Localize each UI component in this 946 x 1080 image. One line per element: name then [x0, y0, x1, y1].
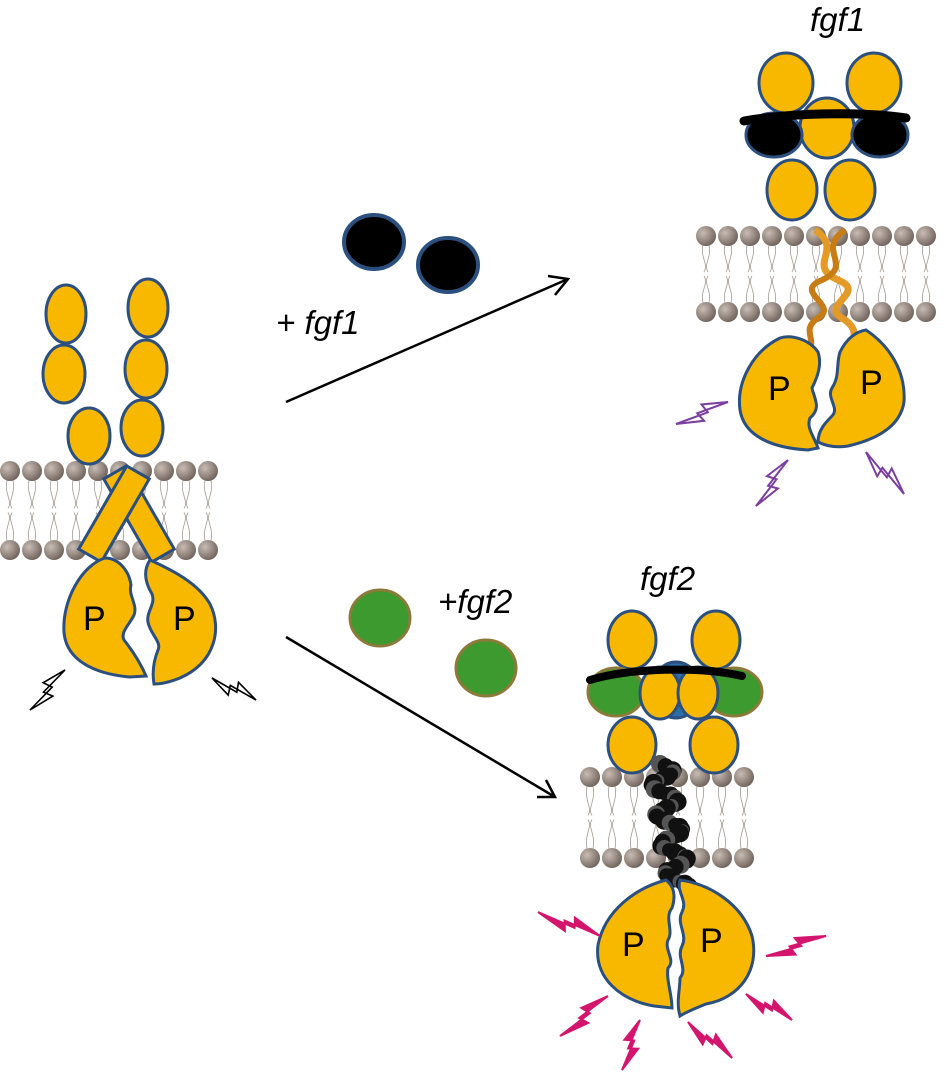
plus-fgf2-label: +fgf2	[438, 583, 512, 620]
fgf2-signal-bolt-3	[559, 995, 609, 1037]
membrane-fgf1	[696, 226, 936, 322]
phospho-label-fgf1-right: P	[860, 364, 883, 402]
fgf2-complex-title: fgf2	[640, 560, 695, 597]
free-fgf1-ligands	[342, 213, 480, 294]
fgf2-signal-bolt-4	[621, 1019, 641, 1071]
fgf2-signal-bolt-5	[687, 1021, 733, 1059]
fgf2-signal-bolt-6	[745, 993, 793, 1021]
weak-signal-bolt-left	[29, 669, 66, 711]
ig-domains-left-chain	[41, 283, 112, 466]
fgf1-signal-bolt-2	[755, 459, 789, 507]
phospho-label-left: P	[83, 600, 106, 638]
fgf2-signal-bolt-1	[537, 911, 601, 937]
kinase-domain-fgf2-left	[596, 878, 676, 1010]
plus-fgf1-label: + fgf1	[276, 304, 359, 341]
kinase-domain-fgf2-right	[676, 878, 756, 1019]
fgf1-signal-bolt-1	[675, 401, 729, 425]
unliganded-receptor-dimer: P P	[29, 277, 257, 711]
weak-signal-bolt-right	[211, 677, 257, 701]
ig-domains-right-chain	[119, 277, 170, 458]
phospho-label-fgf1-left: P	[768, 370, 791, 408]
fgf2-receptor-complex: P P	[537, 609, 827, 1071]
kinase-domain-right	[144, 558, 218, 686]
kinase-domain-left	[62, 556, 149, 679]
arrow-to-fgf2-complex	[285, 635, 558, 799]
kinase-domain-fgf1-left	[737, 335, 822, 452]
kinase-domain-fgf1-right	[816, 328, 906, 449]
heparin-bar-fgf1	[739, 109, 911, 126]
heparin-bar-fgf2	[586, 665, 746, 684]
crossed-transmembrane-domains	[76, 463, 177, 565]
fgf1-complex-title: fgf1	[810, 1, 865, 38]
fgf1-signal-bolt-3	[865, 451, 905, 495]
fgf1-receptor-complex: P P	[675, 51, 911, 507]
phospho-label-fgf2-left: P	[622, 926, 645, 964]
arrow-to-fgf1-complex	[285, 274, 571, 404]
free-fgf2-ligands	[348, 588, 518, 698]
fgf1-tm-helix	[805, 227, 861, 353]
phospho-label-right: P	[173, 600, 196, 638]
fgf2-signal-bolt-2	[765, 935, 827, 957]
phospho-label-fgf2-right: P	[700, 922, 723, 960]
